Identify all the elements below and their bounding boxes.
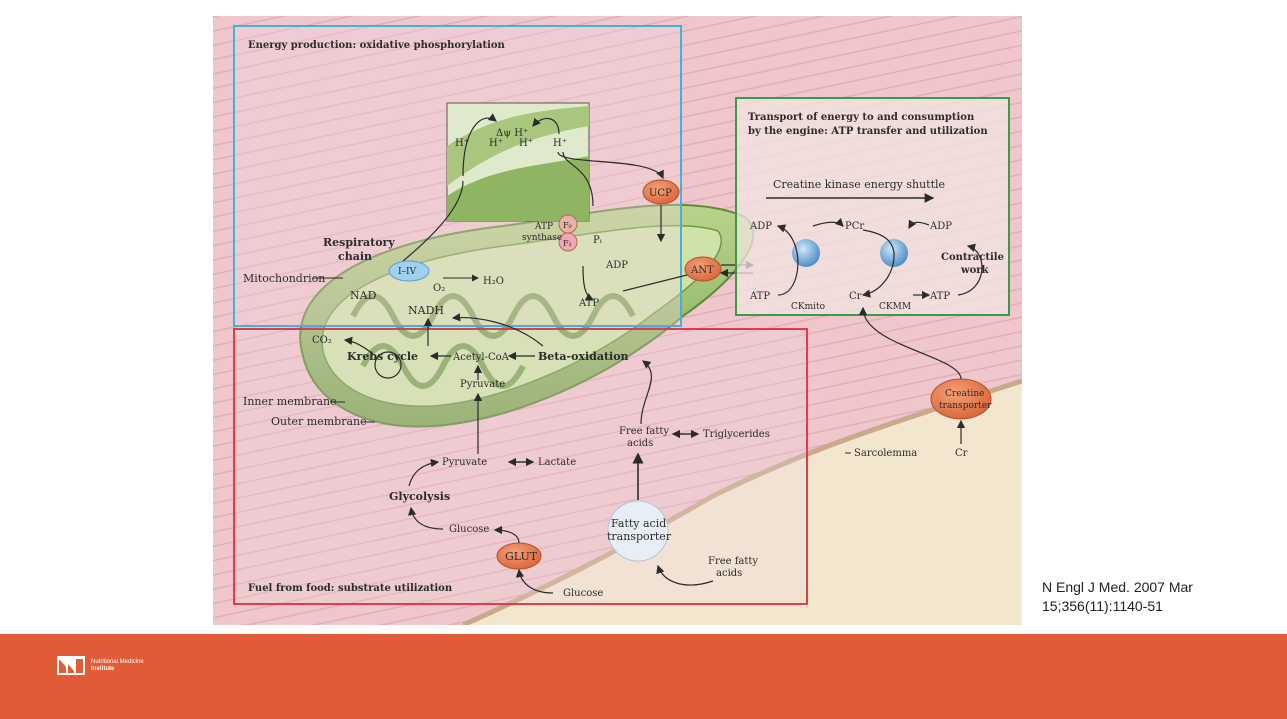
ck-shuttle-label: Creatine kinase energy shuttle (773, 178, 945, 191)
contractile-label-1: Contractile (941, 252, 1004, 263)
krebs-cycle-label: Krebs cycle (347, 350, 418, 363)
creatine-transporter-label-2: transporter (939, 401, 992, 411)
ck-mm-label: CKMM (879, 302, 911, 312)
pi-label: Pᵢ (593, 235, 602, 246)
pyruvate-label: Pyruvate (442, 457, 487, 468)
nadh-label: NADH (408, 304, 444, 317)
respiratory-chain-label-1: Respiratory (323, 236, 395, 249)
creatine-transporter-label-1: Creatine (945, 389, 985, 399)
logo: Nutritional Medicine Institute (57, 656, 144, 675)
adp-label-right: ADP (929, 221, 952, 232)
respiratory-chain-label-2: chain (338, 250, 372, 263)
transport-title-1: Transport of energy to and consumption (748, 112, 975, 123)
ck-mito-label: CKmito (791, 302, 825, 312)
glucose-label-inside: Glucose (449, 524, 489, 535)
membrane-inset (447, 103, 589, 221)
triglycerides-label: Triglycerides (703, 429, 770, 440)
h2o-label: H₂O (483, 276, 504, 287)
footer-bar (0, 634, 1287, 719)
ant-label: ANT (690, 265, 714, 276)
acetyl-coa-label: Acetyl-CoA (452, 352, 510, 363)
cr-label: Cr (849, 291, 862, 302)
lactate-label: Lactate (538, 457, 576, 468)
complex-label: I–IV (398, 267, 417, 277)
glucose-label-outside: Glucose (563, 588, 603, 599)
transport-title-2: by the engine: ATP transfer and utilizat… (748, 126, 988, 137)
citation: N Engl J Med. 2007 Mar 15;356(11):1140-5… (1042, 578, 1262, 616)
energy-production-title: Energy production: oxidative phosphoryla… (248, 40, 506, 51)
contractile-label-2: work (960, 265, 990, 276)
outer-membrane-label: Outer membrane (271, 415, 367, 428)
diagram-figure: Energy production: oxidative phosphoryla… (213, 16, 1022, 625)
adp-label-mito: ADP (605, 260, 628, 271)
atp-label-left: ATP (749, 291, 770, 302)
atp-synthase-label-1: ATP (534, 222, 553, 232)
beta-oxidation-label: Beta-oxidation (538, 350, 629, 363)
atp-synthase-label-2: synthase (522, 233, 562, 243)
free-fatty-acids-outside-1: Free fatty (708, 556, 758, 567)
glycolysis-label: Glycolysis (389, 490, 450, 503)
h-plus-4: H⁺ (553, 138, 567, 149)
cr-label-outside: Cr (955, 448, 968, 459)
ck-mito-enzyme-icon (792, 239, 820, 267)
o2-label: O₂ (433, 283, 445, 294)
logo-text-line-2: Institute (91, 666, 144, 673)
nmi-logo-icon (57, 656, 85, 675)
free-fatty-acids-label-2: acids (627, 438, 653, 449)
logo-text-line-1: Nutritional Medicine (91, 659, 144, 666)
ucp-label: UCP (649, 188, 672, 199)
free-fatty-acids-outside-2: acids (716, 568, 742, 579)
atp-label-mito: ATP (578, 298, 599, 309)
nad-label: NAD (350, 289, 377, 302)
inner-membrane-label: Inner membrane (243, 395, 337, 408)
h-plus-2: H⁺ (489, 138, 503, 149)
fuel-title: Fuel from food: substrate utilization (248, 583, 453, 594)
glut-label: GLUT (505, 550, 538, 563)
f0-label: F₀ (563, 221, 572, 230)
f1-label: F₁ (563, 239, 572, 248)
pcr-label: PCr (845, 221, 864, 232)
sarcolemma-label: Sarcolemma (854, 448, 917, 459)
atp-label-right: ATP (929, 291, 950, 302)
fatty-acid-transporter-label-2: transporter (607, 530, 672, 543)
free-fatty-acids-label-1: Free fatty (619, 426, 669, 437)
co2-label: CO₂ (312, 335, 332, 346)
citation-line-2: 15;356(11):1140-51 (1042, 597, 1262, 616)
fatty-acid-transporter-label-1: Fatty acid (611, 517, 666, 530)
adp-label-left: ADP (749, 221, 772, 232)
creatine-transporter (931, 379, 991, 419)
h-plus-3: H⁺ (519, 138, 533, 149)
mitochondrion-label: Mitochondrion (243, 272, 325, 285)
pyruvate-label-mito: Pyruvate (460, 379, 505, 390)
citation-line-1: N Engl J Med. 2007 Mar (1042, 578, 1262, 597)
